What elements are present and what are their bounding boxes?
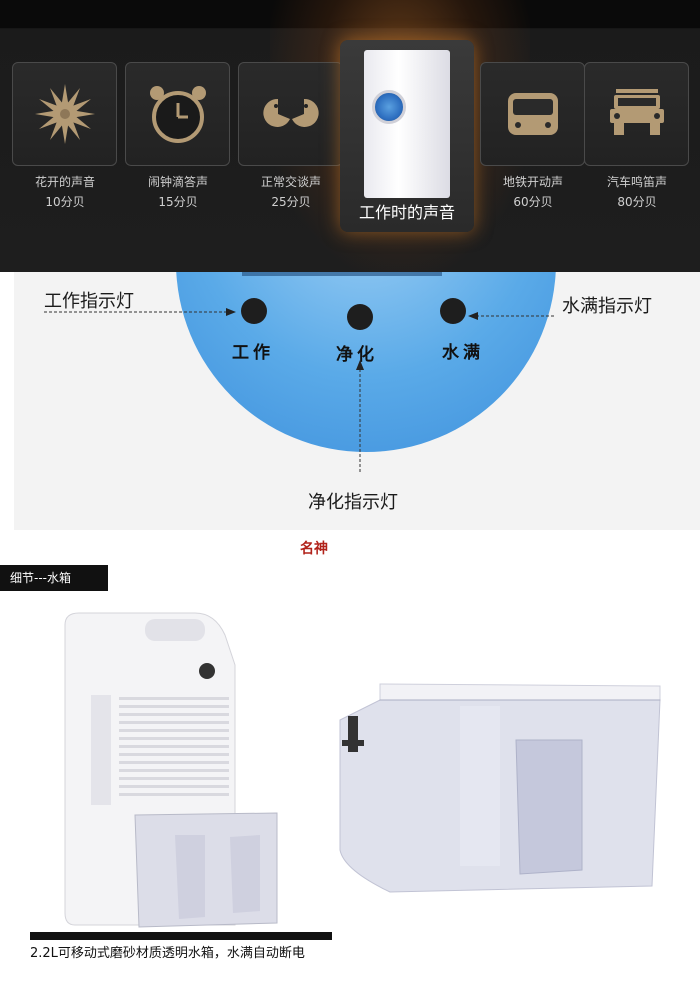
sound-db: 60分贝 [513,195,553,209]
working-indicator-callout: 工作指示灯 [44,291,134,312]
featured-working-sound-card: 工作时的声音 [340,40,474,232]
sound-card-car [584,62,689,166]
featured-label: 工作时的声音 [358,203,455,222]
sound-label-alarm: 闹钟滴答声 15分贝 [113,172,243,212]
sound-db: 25分贝 [271,195,311,209]
dehumidifier-with-tank-photo [64,612,278,928]
brand-logo-text: 名神 [300,541,328,557]
callout-arrows [44,308,554,472]
sound-card-flower [12,62,117,166]
sound-card-alarm-clock [125,62,230,166]
full-led-label: 水满 [442,343,484,363]
flower-icon [34,84,95,144]
purify-indicator-light [347,304,373,330]
sound-db: 15分贝 [158,195,198,209]
tank-caption: 2.2L可移动式磨砂材质透明水箱，水满自动断电 [30,946,305,961]
brand-logo: 名神 [300,538,328,558]
sound-label-subway: 地铁开动声 60分贝 [468,172,598,212]
sound-card-subway [480,62,585,166]
sound-level-comparison: 工作时的声音 花开的声音 10分贝 闹钟滴答声 15分贝 正常交谈声 [0,0,700,272]
transparent-water-tank-photo [339,683,661,893]
sound-label-talking: 正常交谈声 25分贝 [226,172,356,212]
caption-bar [30,932,332,940]
section-title: 细节---水箱 [0,565,108,591]
sound-name: 花开的声音 [34,175,95,189]
sound-card-talking [238,62,343,166]
water-full-indicator-callout: 水满指示灯 [562,296,652,317]
working-indicator-light [241,298,267,324]
sound-name: 闹钟滴答声 [147,175,208,189]
sound-name: 正常交谈声 [260,175,321,189]
subway-train-icon [507,93,558,135]
disc-top-band [242,272,442,276]
sound-name: 地铁开动声 [502,175,563,189]
indicator-light-diagram: 工作 净化 水满 工作指示灯 水满指示灯 净化指示灯 [14,272,700,530]
car-icon [609,89,664,135]
sound-db: 10分贝 [45,195,85,209]
purify-indicator-callout: 净化指示灯 [308,492,398,513]
talking-faces-icon [262,98,319,127]
alarm-clock-icon [149,86,206,143]
working-led-label: 工作 [232,343,274,363]
water-full-indicator-light [440,298,466,324]
sound-label-car: 汽车鸣笛声 80分贝 [572,172,700,212]
sound-name: 汽车鸣笛声 [606,175,667,189]
sound-db: 80分贝 [617,195,657,209]
sound-label-flower: 花开的声音 10分贝 [0,172,130,212]
purify-led-label: 净化 [336,345,378,365]
dehumidifier-front-image [364,50,450,198]
control-panel-icon [372,90,406,124]
